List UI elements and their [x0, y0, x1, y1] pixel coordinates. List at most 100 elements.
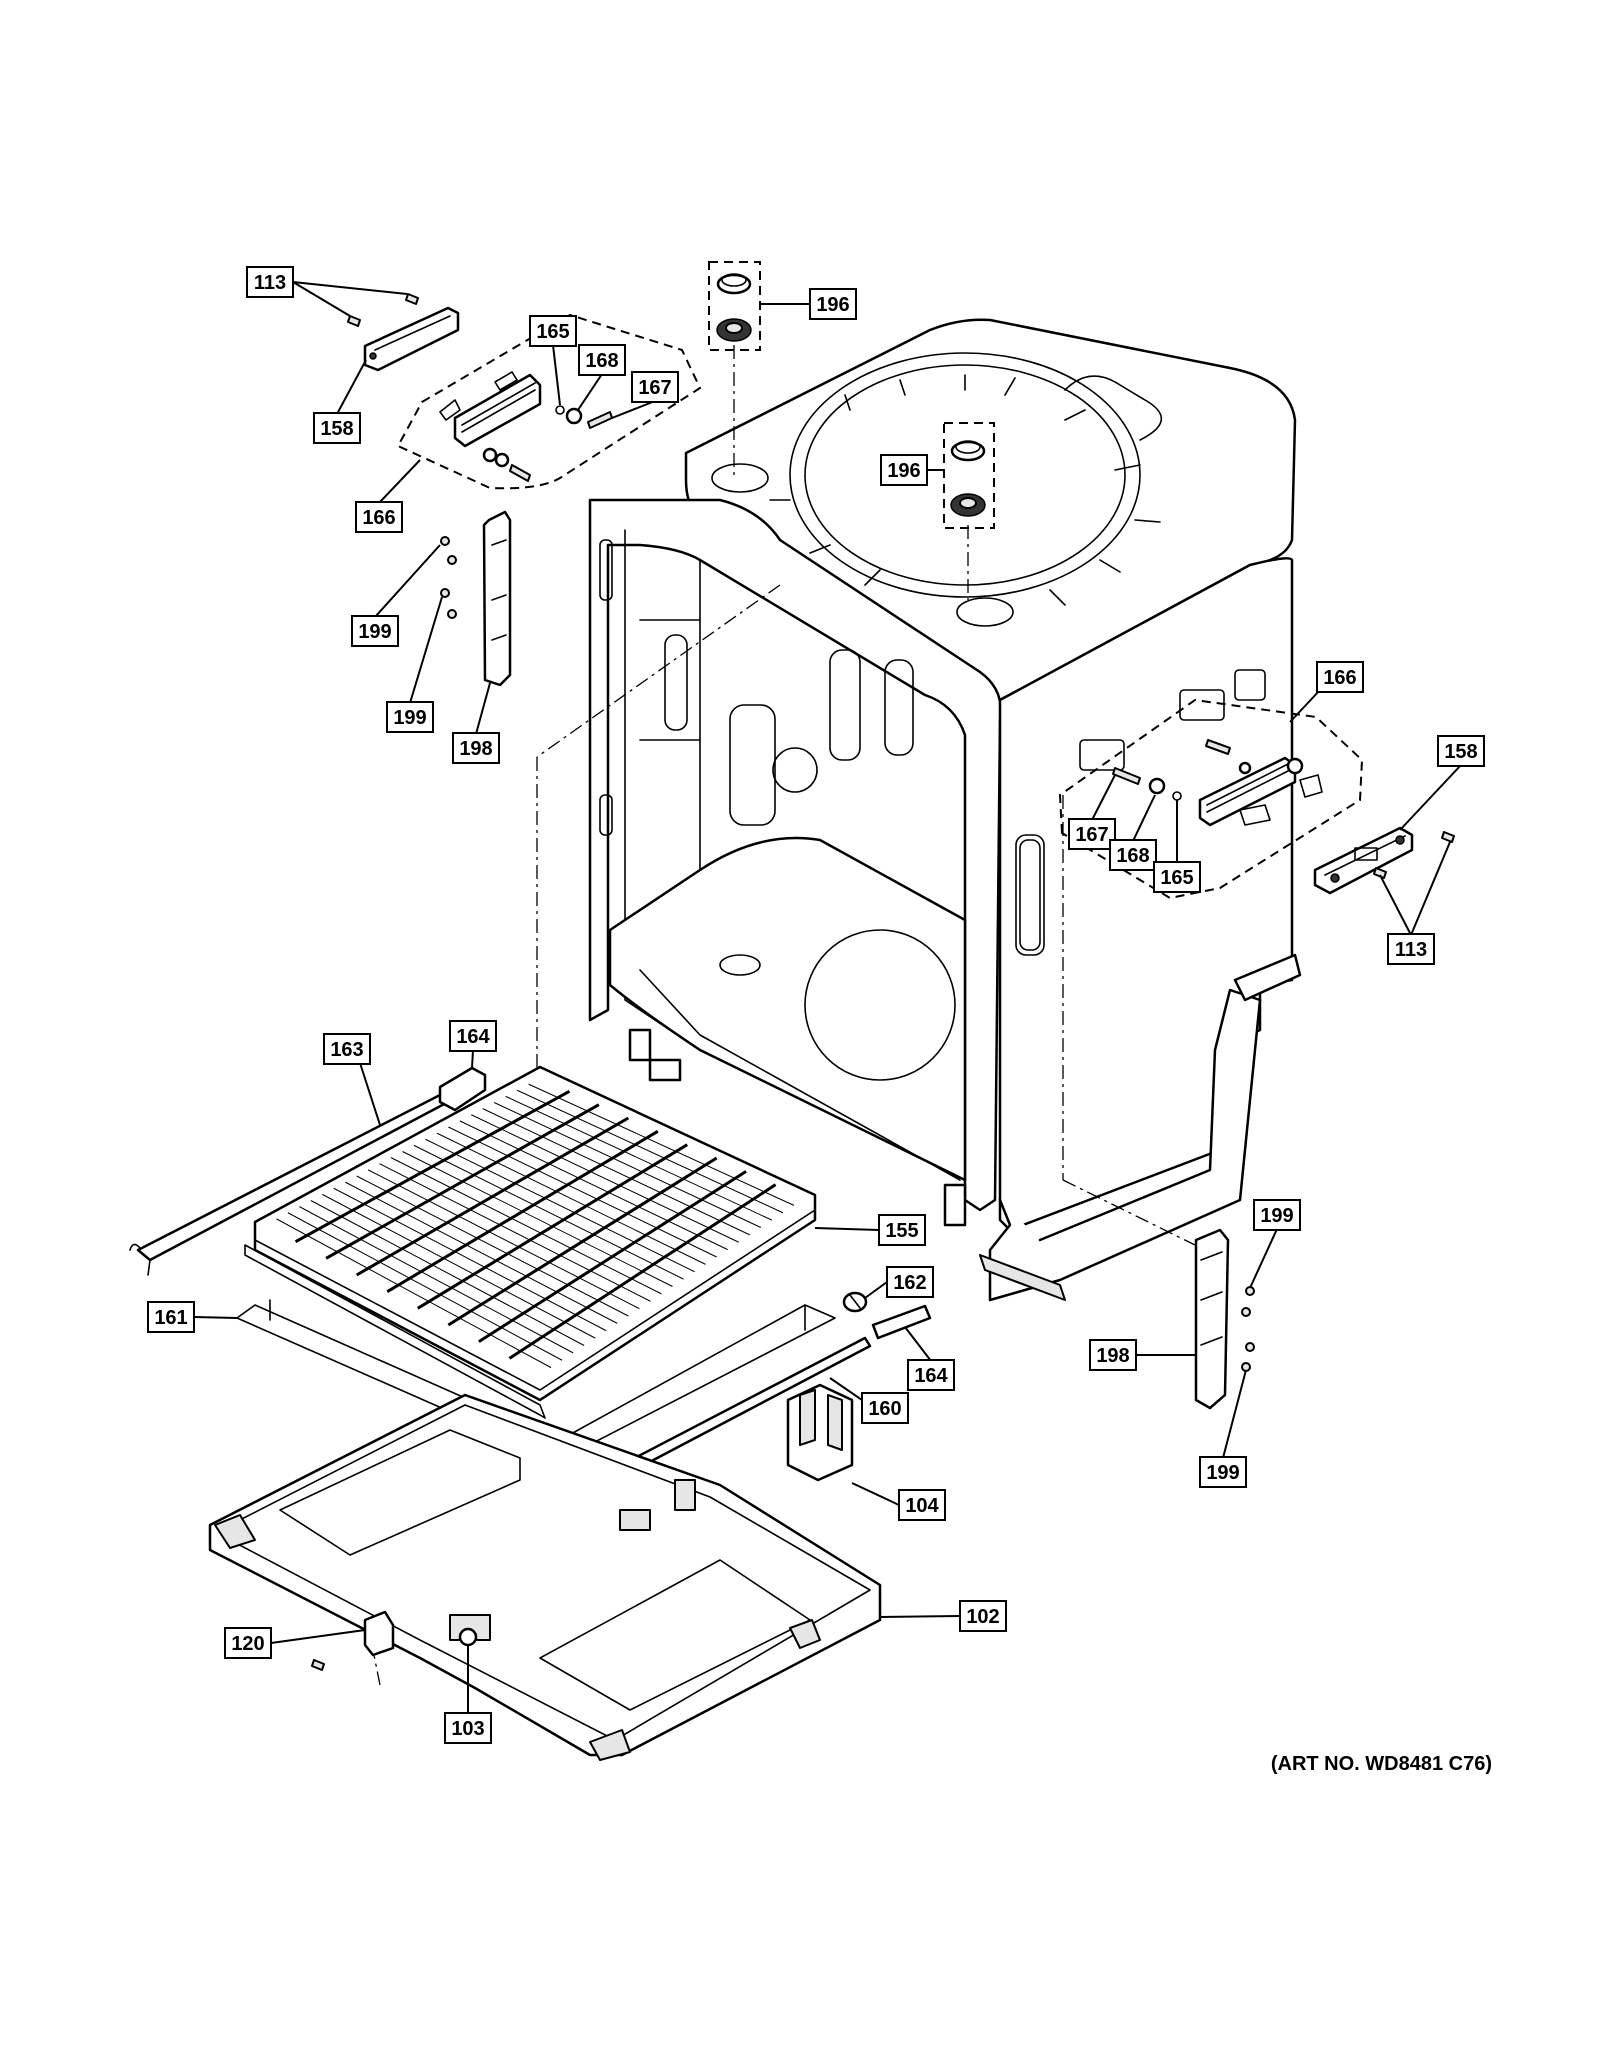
- hinge-kit-166-right: [1112, 739, 1323, 827]
- callout-158: 158: [1437, 735, 1485, 767]
- callout-box: [880, 454, 928, 486]
- callout-162: 162: [886, 1266, 934, 1298]
- screws-113-right: [1373, 831, 1455, 879]
- alignment-lines: [371, 345, 1196, 1686]
- callout-box: [1437, 735, 1485, 767]
- callout-102: 102: [959, 1600, 1007, 1632]
- callout-label: 199: [1260, 1205, 1293, 1227]
- callout-label: 168: [1116, 845, 1149, 867]
- callout-box: [898, 1489, 946, 1521]
- callout-label: 168: [585, 350, 618, 372]
- callout-198: 198: [452, 732, 500, 764]
- callout-104: 104: [898, 1489, 946, 1521]
- callout-box: [449, 1020, 497, 1052]
- callout-box: [861, 1392, 909, 1424]
- callout-167: 167: [1068, 818, 1116, 850]
- callout-box: [351, 615, 399, 647]
- callout-box: [246, 266, 294, 298]
- bracket-158-right: [1313, 826, 1414, 895]
- callout-label: 165: [536, 321, 569, 343]
- kit-196-top-outline: [708, 261, 761, 351]
- callout-label: 113: [1395, 939, 1427, 961]
- callout-box: [323, 1033, 371, 1065]
- callout-box: [809, 288, 857, 320]
- callout-166: 166: [355, 501, 403, 533]
- callout-199: 199: [386, 701, 434, 733]
- kit-166-right-outline: [1058, 698, 1364, 900]
- callout-113: 113: [246, 266, 294, 298]
- callout-label: 199: [1206, 1462, 1239, 1484]
- callout-box: [444, 1712, 492, 1744]
- callout-198: 198: [1089, 1339, 1137, 1371]
- callout-label: 166: [1323, 667, 1356, 689]
- callout-label: 120: [231, 1633, 264, 1655]
- callout-label: 158: [320, 418, 353, 440]
- base-102: [208, 1393, 882, 1761]
- callout-167: 167: [631, 371, 679, 403]
- callout-103: 103: [444, 1712, 492, 1744]
- callout-label: 161: [154, 1307, 187, 1329]
- callout-label: 196: [887, 460, 920, 482]
- callout-199: 199: [1253, 1199, 1301, 1231]
- screws-199-left: [440, 536, 457, 619]
- callout-box: [355, 501, 403, 533]
- callout-box: [224, 1627, 272, 1659]
- hinge-kit-166-left: [439, 371, 613, 482]
- bracket-104: [786, 1383, 854, 1482]
- callout-120: 120: [224, 1627, 272, 1659]
- screws-199-right: [1241, 1286, 1255, 1372]
- callout-166: 166: [1316, 661, 1364, 693]
- callout-160: 160: [861, 1392, 909, 1424]
- art-number-label: (ART NO. WD8481 C76): [1270, 1753, 1492, 1775]
- callout-label: 164: [456, 1026, 490, 1048]
- bracket-158-left: [363, 306, 460, 372]
- callout-box: [1199, 1456, 1247, 1488]
- callout-label: 113: [254, 272, 286, 294]
- callout-168: 168: [1109, 839, 1157, 871]
- callout-label: 166: [362, 507, 395, 529]
- bracket-198-right: [1194, 1228, 1230, 1410]
- nut-196-top: [716, 273, 752, 342]
- callout-box: [1387, 933, 1435, 965]
- callout-label: 163: [330, 1039, 363, 1061]
- callout-label: 165: [1160, 867, 1193, 889]
- callout-box: [907, 1359, 955, 1391]
- callout-box: [1253, 1199, 1301, 1231]
- callout-label: 104: [905, 1495, 939, 1517]
- callout-label: 167: [638, 377, 671, 399]
- callout-199: 199: [1199, 1456, 1247, 1488]
- callout-box: [386, 701, 434, 733]
- bracket-198-left: [482, 510, 512, 687]
- callout-box: [631, 371, 679, 403]
- callout-164: 164: [449, 1020, 497, 1052]
- clip-162: [842, 1291, 868, 1313]
- callout-168: 168: [578, 344, 626, 376]
- callout-164: 164: [907, 1359, 955, 1391]
- callout-label: 196: [816, 294, 849, 316]
- callout-113: 113: [1387, 933, 1435, 965]
- callout-161: 161: [147, 1301, 195, 1333]
- callout-label: 199: [393, 707, 426, 729]
- callout-box: [529, 315, 577, 347]
- callout-label: 164: [914, 1365, 948, 1387]
- callout-box: [578, 344, 626, 376]
- callout-label: 199: [358, 621, 391, 643]
- bracket-120: [363, 1610, 395, 1657]
- callout-155: 155: [878, 1214, 926, 1246]
- callout-box: [1153, 861, 1201, 893]
- callout-box: [878, 1214, 926, 1246]
- callout-label: 162: [893, 1272, 926, 1294]
- callout-196: 196: [809, 288, 857, 320]
- callout-box: [452, 732, 500, 764]
- callout-199: 199: [351, 615, 399, 647]
- callout-label: 167: [1075, 824, 1108, 846]
- callout-165: 165: [1153, 861, 1201, 893]
- nut-196-center: [950, 440, 986, 517]
- callout-box: [959, 1600, 1007, 1632]
- callout-label: 102: [966, 1606, 999, 1628]
- leader-lines: [193, 281, 1462, 1714]
- callout-196: 196: [880, 454, 928, 486]
- callout-163: 163: [323, 1033, 371, 1065]
- callout-label: 198: [459, 738, 492, 760]
